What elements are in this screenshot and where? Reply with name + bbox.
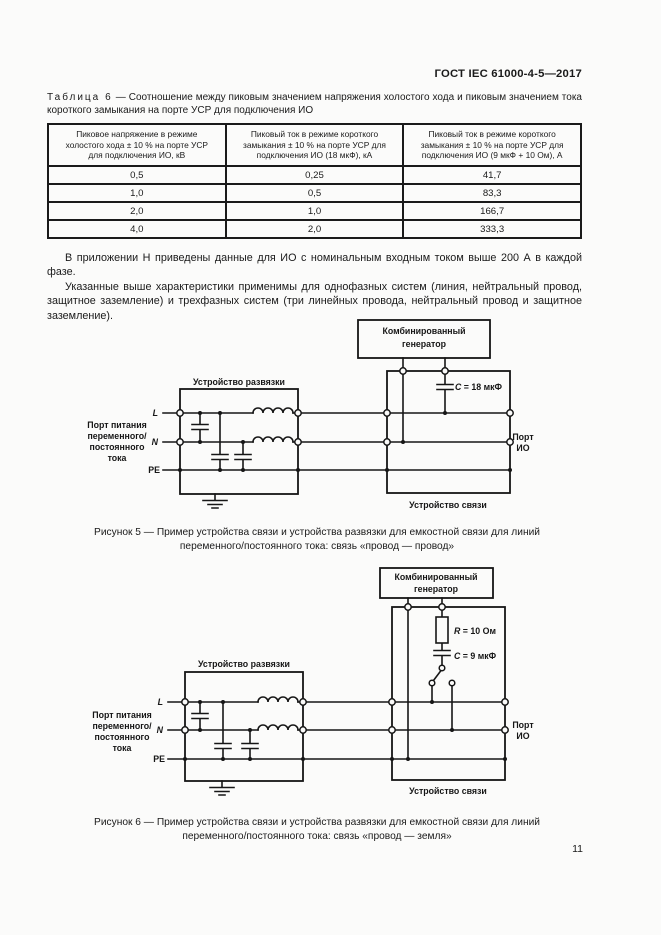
inductor-icon <box>257 696 299 703</box>
fig6-junction-dots <box>183 700 507 761</box>
supply-port-label: Порт питания <box>92 710 151 720</box>
capacitor-icon <box>191 701 209 731</box>
figure6-caption: Рисунок 6 — Пример устройства связи и ус… <box>94 817 540 842</box>
capacitor-icon <box>241 729 259 760</box>
paragraph: В приложении Н приведены данные для ИО с… <box>47 252 582 279</box>
table-row: 0,5 0,25 41,7 <box>47 165 582 185</box>
supply-port-label: постоянного <box>95 732 151 742</box>
table-cell: 2,0 <box>47 201 227 221</box>
capacitor-icon <box>433 642 451 666</box>
eut-port-label: ИО <box>516 731 529 741</box>
table-header-cell: Пиковый ток в режиме короткого замыкания… <box>402 123 582 167</box>
switch-contact-l <box>428 679 436 687</box>
fig6-terminals <box>181 603 509 734</box>
table-cell: 0,5 <box>47 165 227 185</box>
capacitor-value-label: C = 18 мкФ <box>455 382 503 392</box>
decoupling-box <box>184 671 304 782</box>
page-number: 11 <box>572 843 583 855</box>
table-row: 2,0 1,0 166,7 <box>47 201 582 221</box>
eut-port-label: Порт <box>512 432 534 442</box>
ground-icon <box>202 493 228 509</box>
table-cell: 41,7 <box>402 165 582 185</box>
generator-label: генератор <box>402 339 447 349</box>
table-cell: 83,3 <box>402 183 582 203</box>
wire-label-pe: PE <box>153 754 165 764</box>
table-cell: 4,0 <box>47 219 227 239</box>
generator-label: генератор <box>414 584 459 594</box>
table-cell: 2,0 <box>224 219 405 239</box>
switch-icon <box>432 669 443 682</box>
coupling-label: Устройство связи <box>409 500 487 510</box>
paragraph: Указанные выше характеристики применимы … <box>47 280 582 322</box>
wire-label-n: N <box>157 725 164 735</box>
resistor-value-label: R = 10 Ом <box>454 626 496 636</box>
ground-icon <box>209 780 235 796</box>
table-header-cell: Пиковый ток в режиме короткого замыкания… <box>224 123 405 167</box>
capacitor-icon <box>436 357 454 414</box>
fig6-boxes <box>184 567 506 782</box>
wire-label-l: L <box>158 697 163 707</box>
table-cell: 1,0 <box>224 201 405 221</box>
table-cell: 0,25 <box>224 165 405 185</box>
table-header-row: Пиковое напряжение в режиме холостого хо… <box>47 123 582 167</box>
generator-box <box>379 567 494 599</box>
supply-port-label: Порт питания <box>87 420 146 430</box>
supply-port-label: тока <box>108 453 127 463</box>
table-cell: 1,0 <box>47 183 227 203</box>
fig6-wires <box>167 597 506 796</box>
generator-box <box>357 319 491 359</box>
figure6-diagram: Комбинированный генератор Устройство раз… <box>92 567 534 796</box>
table-6: Пиковое напряжение в режиме холостого хо… <box>47 123 582 239</box>
coupling-label: Устройство связи <box>409 786 487 796</box>
inductor-icon <box>257 724 299 731</box>
table-cell: 333,3 <box>402 219 582 239</box>
switch-contact-n <box>448 679 456 687</box>
generator-label: Комбинированный <box>382 326 465 336</box>
fig5-labels: Комбинированный генератор Устройство раз… <box>87 326 534 510</box>
eut-port-label: ИО <box>516 443 529 453</box>
figure5-diagram: Комбинированный генератор Устройство раз… <box>87 319 534 510</box>
wire-label-n: N <box>152 437 159 447</box>
table-cell: 0,5 <box>224 183 405 203</box>
capacitor-icon <box>214 701 232 760</box>
table-caption-label: Таблица 6 <box>47 92 113 103</box>
capacitor-icon <box>191 412 209 443</box>
capacitor-icon <box>234 441 252 471</box>
figure5-caption: Рисунок 5 — Пример устройства связи и ус… <box>94 527 540 552</box>
fig5-junction-dots <box>178 411 512 472</box>
table-cell: 166,7 <box>402 201 582 221</box>
table-row: 4,0 2,0 333,3 <box>47 219 582 239</box>
coupling-box <box>391 606 506 781</box>
table-row: 1,0 0,5 83,3 <box>47 183 582 203</box>
resistor-icon <box>435 616 449 644</box>
wire-label-l: L <box>153 408 158 418</box>
supply-port-label: постоянного <box>90 442 146 452</box>
body-text: В приложении Н приведены данные для ИО с… <box>47 251 582 323</box>
table-header-cell: Пиковое напряжение в режиме холостого хо… <box>47 123 227 167</box>
supply-port-label: тока <box>113 743 132 753</box>
fig6-labels: Комбинированный генератор Устройство раз… <box>92 572 534 796</box>
decoupling-label: Устройство развязки <box>193 377 285 387</box>
eut-port-label: Порт <box>512 720 534 730</box>
inductor-icon <box>252 407 294 414</box>
switch-pole <box>438 664 446 672</box>
supply-port-label: переменного/ <box>87 431 147 441</box>
document-title: ГОСТ IEC 61000-4-5—2017 <box>434 68 582 80</box>
fig5-boxes <box>179 319 511 495</box>
table-caption: Таблица 6— Соотношение между пиковым зна… <box>47 92 582 117</box>
decoupling-label: Устройство развязки <box>198 659 290 669</box>
fig5-terminals <box>176 367 514 446</box>
generator-label: Комбинированный <box>394 572 477 582</box>
wire-label-pe: PE <box>148 465 160 475</box>
inductor-icon <box>252 436 294 443</box>
capacitor-value-label: C = 9 мкФ <box>454 651 497 661</box>
capacitor-icon <box>211 412 229 471</box>
table-caption-text: — Соотношение между пиковым значением на… <box>47 92 582 116</box>
supply-port-label: переменного/ <box>92 721 152 731</box>
